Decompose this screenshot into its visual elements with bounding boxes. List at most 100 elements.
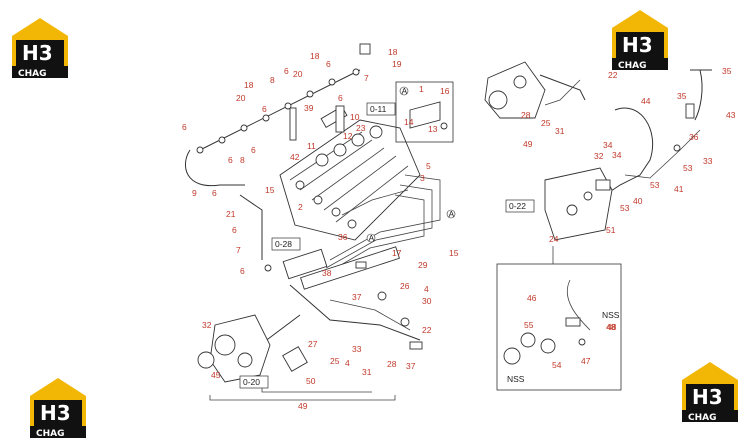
cylinder-head-illustration — [279, 119, 421, 241]
part-label: 4 — [345, 358, 350, 368]
logo-main-text: H3 — [22, 41, 53, 65]
part-label: 46 — [527, 293, 537, 303]
part-labels-main: 18 19 6 7 18 8 20 6 6 39 10 23 12 42 11 … — [182, 47, 616, 411]
part-label: 51 — [606, 225, 616, 235]
part-labels-kit: 46 55 54 47 48 — [524, 293, 617, 370]
part-label: 16 — [440, 86, 450, 96]
part-labels-inset-box: 1 16 14 13 — [404, 84, 450, 134]
feed-line-to-pump — [259, 284, 421, 346]
part-label: 31 — [555, 126, 565, 136]
sensor-kit-box — [496, 246, 622, 391]
part-label: 6 — [240, 266, 245, 276]
part-label: 36 — [689, 132, 699, 142]
logo-main-text: H3 — [622, 33, 653, 57]
part-label: 53 — [620, 203, 630, 213]
logo-sub-text: CHAG — [618, 61, 647, 71]
part-label: 50 — [306, 376, 316, 386]
part-label: 18 — [244, 80, 254, 90]
part-label: 14 — [404, 117, 414, 127]
part-label: 15 — [265, 185, 275, 195]
logo-sub-text: CHAG — [18, 69, 47, 79]
part-label: 22 — [608, 70, 618, 80]
part-label: 20 — [236, 93, 246, 103]
part-label: 39 — [304, 103, 314, 113]
part-label: 30 — [422, 296, 432, 306]
part-label: 9 — [192, 188, 197, 198]
part-label: 19 — [392, 59, 402, 69]
svg-text:A: A — [449, 209, 455, 219]
part-label: 6 — [251, 145, 256, 155]
part-label: 5 — [426, 161, 431, 171]
part-label: 34 — [612, 150, 622, 160]
ref-0-22-text: 0-22 — [509, 201, 526, 211]
part-label: 53 — [650, 180, 660, 190]
part-label: 6 — [338, 93, 343, 103]
part-label: 29 — [418, 260, 428, 270]
logo-main-text: H3 — [692, 385, 723, 409]
svg-text:A: A — [402, 86, 408, 96]
part-label: 13 — [428, 124, 438, 134]
injector-illustration — [289, 105, 348, 141]
part-label: 32 — [594, 151, 604, 161]
part-label: 55 — [524, 320, 534, 330]
part-label: 40 — [633, 196, 643, 206]
part-label: 35 — [677, 91, 687, 101]
svg-text:NSS: NSS — [507, 374, 525, 384]
part-label: 20 — [293, 69, 303, 79]
part-label: 1 — [419, 84, 424, 94]
part-label: 6 — [212, 188, 217, 198]
part-label: 3 — [420, 173, 425, 183]
part-label: 54 — [552, 360, 562, 370]
inset-box-clamp — [395, 81, 454, 143]
part-label: 6 — [228, 155, 233, 165]
marker-a-3: A — [366, 233, 376, 243]
ref-0-28-text: 0-28 — [275, 239, 292, 249]
part-label: 23 — [356, 123, 366, 133]
part-label: 17 — [392, 248, 402, 258]
part-label: 35 — [722, 66, 732, 76]
part-label: 34 — [603, 140, 613, 150]
part-label: 6 — [182, 122, 187, 132]
part-label: 25 — [330, 356, 340, 366]
part-label: 42 — [290, 152, 300, 162]
ref-0-20-text: 0-20 — [243, 377, 260, 387]
part-label: 7 — [236, 245, 241, 255]
part-label: 21 — [226, 209, 236, 219]
part-label: 6 — [284, 66, 289, 76]
nss-label-1: NSS — [602, 310, 620, 320]
ref-box-0-20: 0-20 — [239, 375, 269, 389]
svg-text:A: A — [369, 233, 375, 243]
part-label: 31 — [362, 367, 372, 377]
part-label: 24 — [549, 234, 559, 244]
right-pump-illustration — [484, 61, 586, 119]
part-labels-right: 22 35 43 44 28 25 31 49 34 34 35 32 36 5… — [521, 66, 736, 244]
part-label: 8 — [270, 75, 275, 85]
part-label: 22 — [422, 325, 432, 335]
bracket-50-31 — [261, 388, 372, 393]
part-label: 12 — [343, 131, 353, 141]
part-label: 18 — [388, 47, 398, 57]
part-label: 43 — [726, 110, 736, 120]
part-label: 38 — [322, 268, 332, 278]
part-label: 11 — [307, 141, 316, 151]
marker-a-1: A — [399, 86, 409, 96]
part-label: 4 — [424, 284, 429, 294]
part-label: 37 — [352, 292, 362, 302]
part-label: 26 — [400, 281, 410, 291]
logo-sub-text: CHAG — [688, 413, 717, 423]
part-label: 2 — [298, 202, 303, 212]
part-label: 32 — [202, 320, 212, 330]
supply-pump-illustration — [197, 314, 308, 383]
logo-main-text: H3 — [40, 401, 71, 425]
part-label: 36 — [338, 232, 348, 242]
part-label: 48 — [606, 322, 616, 332]
right-bracket-illustration — [544, 167, 613, 241]
rail-fittings — [355, 261, 423, 350]
return-hose-assembly — [185, 43, 371, 272]
bracket-49 — [209, 395, 396, 401]
part-label: 15 — [449, 248, 459, 258]
part-label: 49 — [523, 139, 533, 149]
part-label: 8 — [240, 155, 245, 165]
